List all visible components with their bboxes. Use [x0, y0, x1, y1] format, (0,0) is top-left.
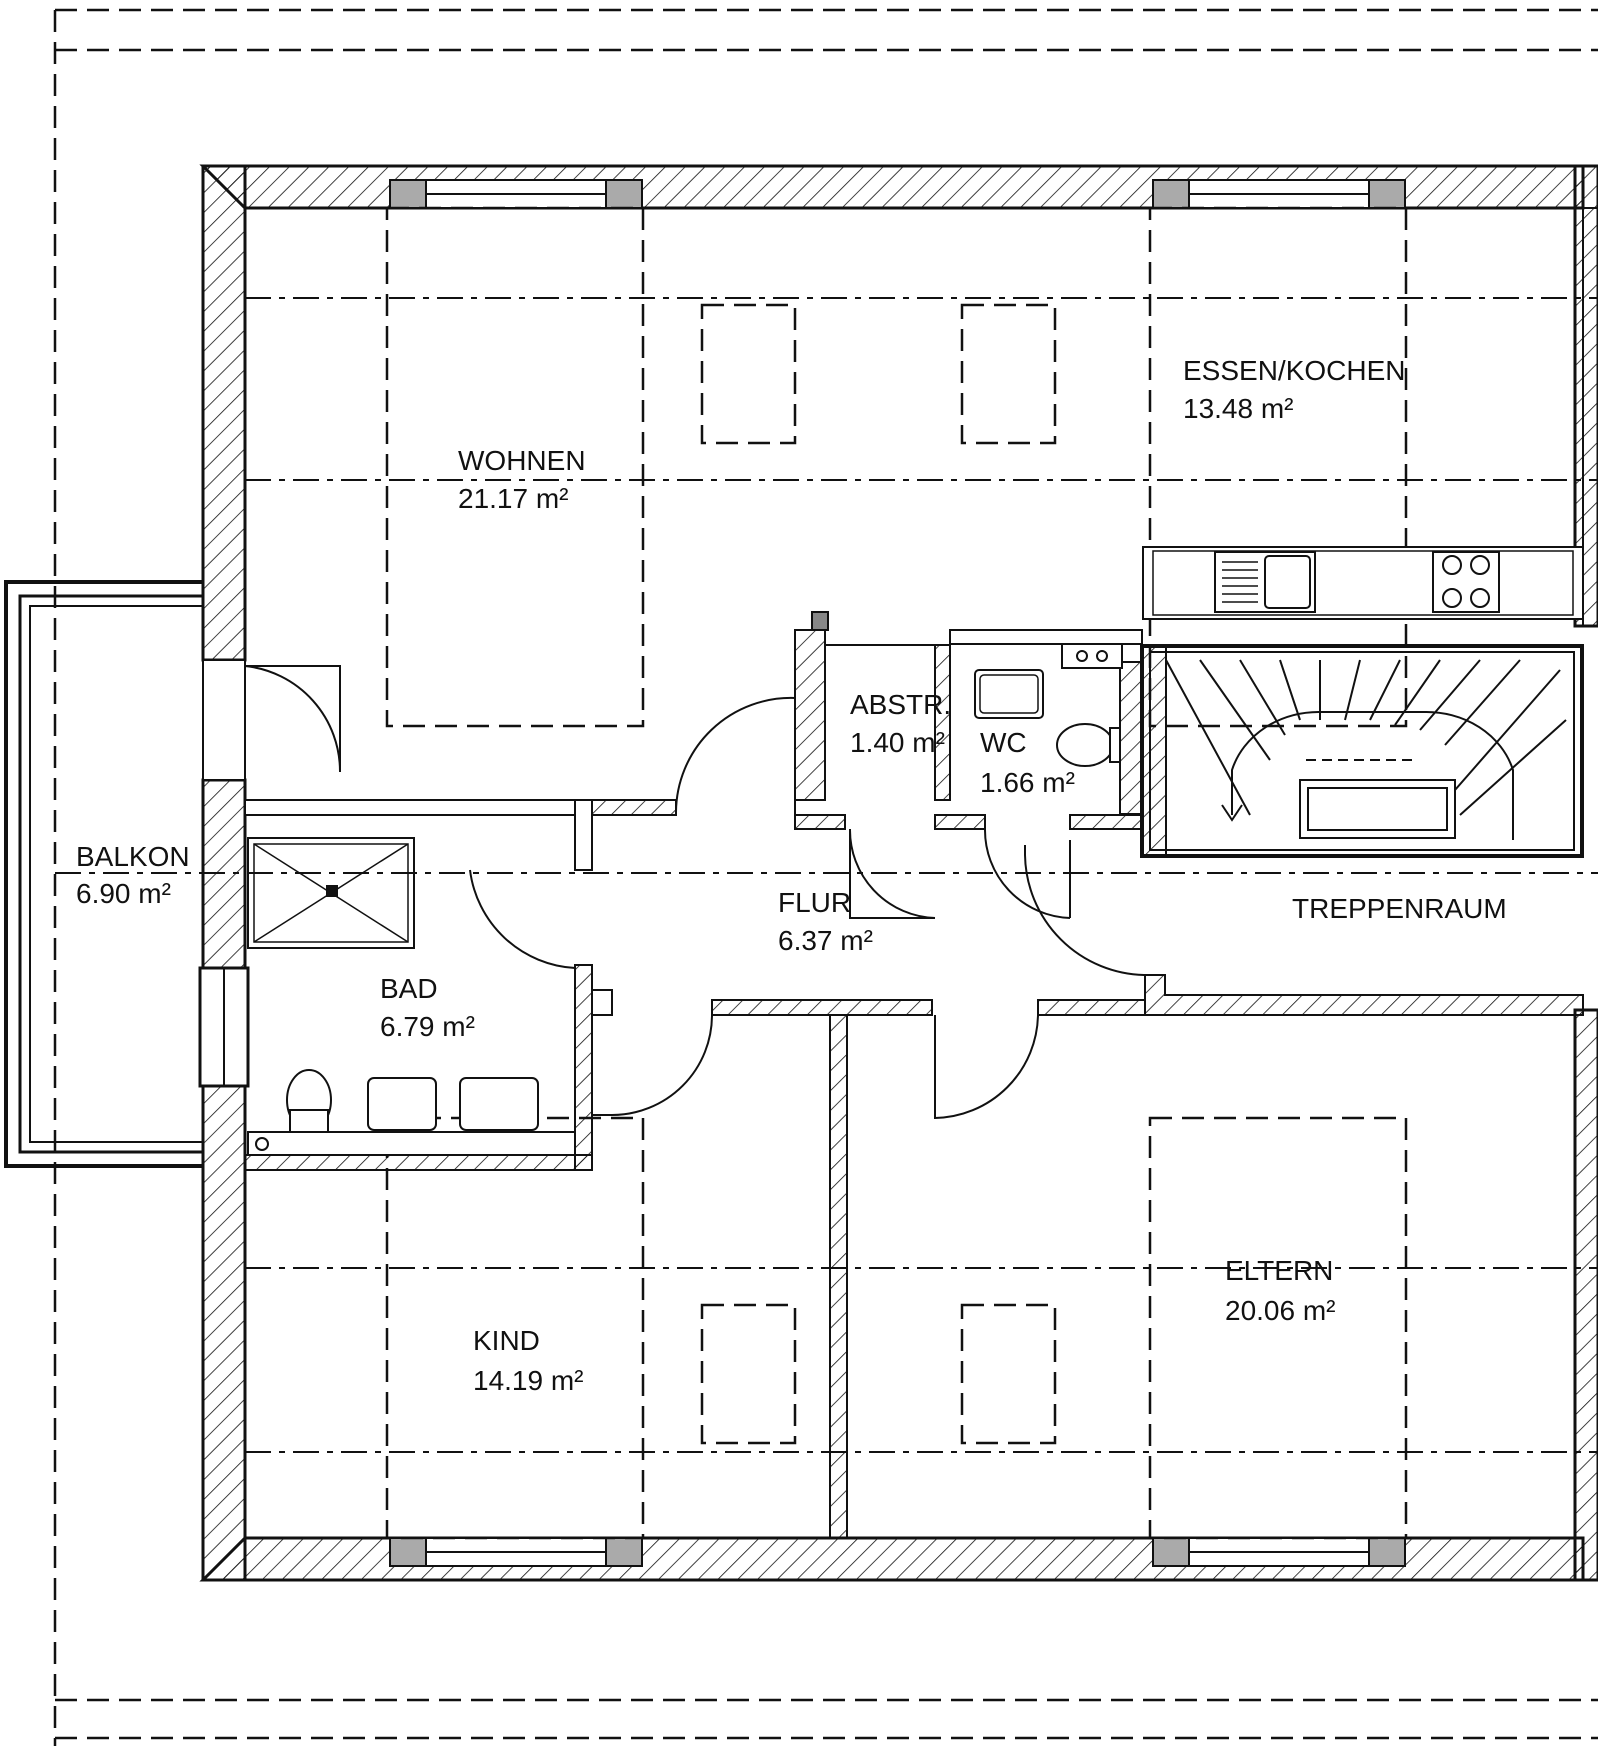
kitchen-counter: [1142, 546, 1584, 620]
room-name-eltern: ELTERN: [1225, 1255, 1333, 1286]
room-area-flur: 6.37 m²: [778, 925, 873, 956]
staircase: [1165, 659, 1567, 840]
roof-outline: [53, 8, 1598, 1746]
room-name-abstr: ABSTR.: [850, 689, 951, 720]
slope-lines: [55, 297, 1598, 1453]
doors: [244, 665, 1146, 1120]
room-name-wohnen: WOHNEN: [458, 445, 586, 476]
skylights: [700, 303, 1057, 1445]
room-name-essen-kochen: ESSEN/KOCHEN: [1183, 355, 1406, 386]
room-labels: WOHNEN 21.17 m² ESSEN/KOCHEN 13.48 m² BA…: [76, 355, 1507, 1396]
room-area-kind: 14.19 m²: [473, 1365, 584, 1396]
room-area-eltern: 20.06 m²: [1225, 1295, 1336, 1326]
room-name-wc: WC: [980, 727, 1027, 758]
room-area-wc: 1.66 m²: [980, 767, 1075, 798]
room-name-kind: KIND: [473, 1325, 540, 1356]
room-area-bad: 6.79 m²: [380, 1011, 475, 1042]
interior-walls: [244, 207, 1598, 1539]
room-name-balkon: BALKON: [76, 841, 190, 872]
room-area-essen-kochen: 13.48 m²: [1183, 393, 1294, 424]
room-name-bad: BAD: [380, 973, 438, 1004]
room-name-treppenraum: TREPPENRAUM: [1292, 893, 1507, 924]
balcony: [4, 580, 203, 1168]
room-area-wohnen: 21.17 m²: [458, 483, 569, 514]
room-area-abstr: 1.40 m²: [850, 727, 945, 758]
bath-fixtures: [247, 837, 576, 1156]
windows: [389, 179, 1406, 1567]
room-area-balkon: 6.90 m²: [76, 878, 171, 909]
room-name-flur: FLUR: [778, 887, 851, 918]
wc-fixtures: [974, 643, 1123, 767]
